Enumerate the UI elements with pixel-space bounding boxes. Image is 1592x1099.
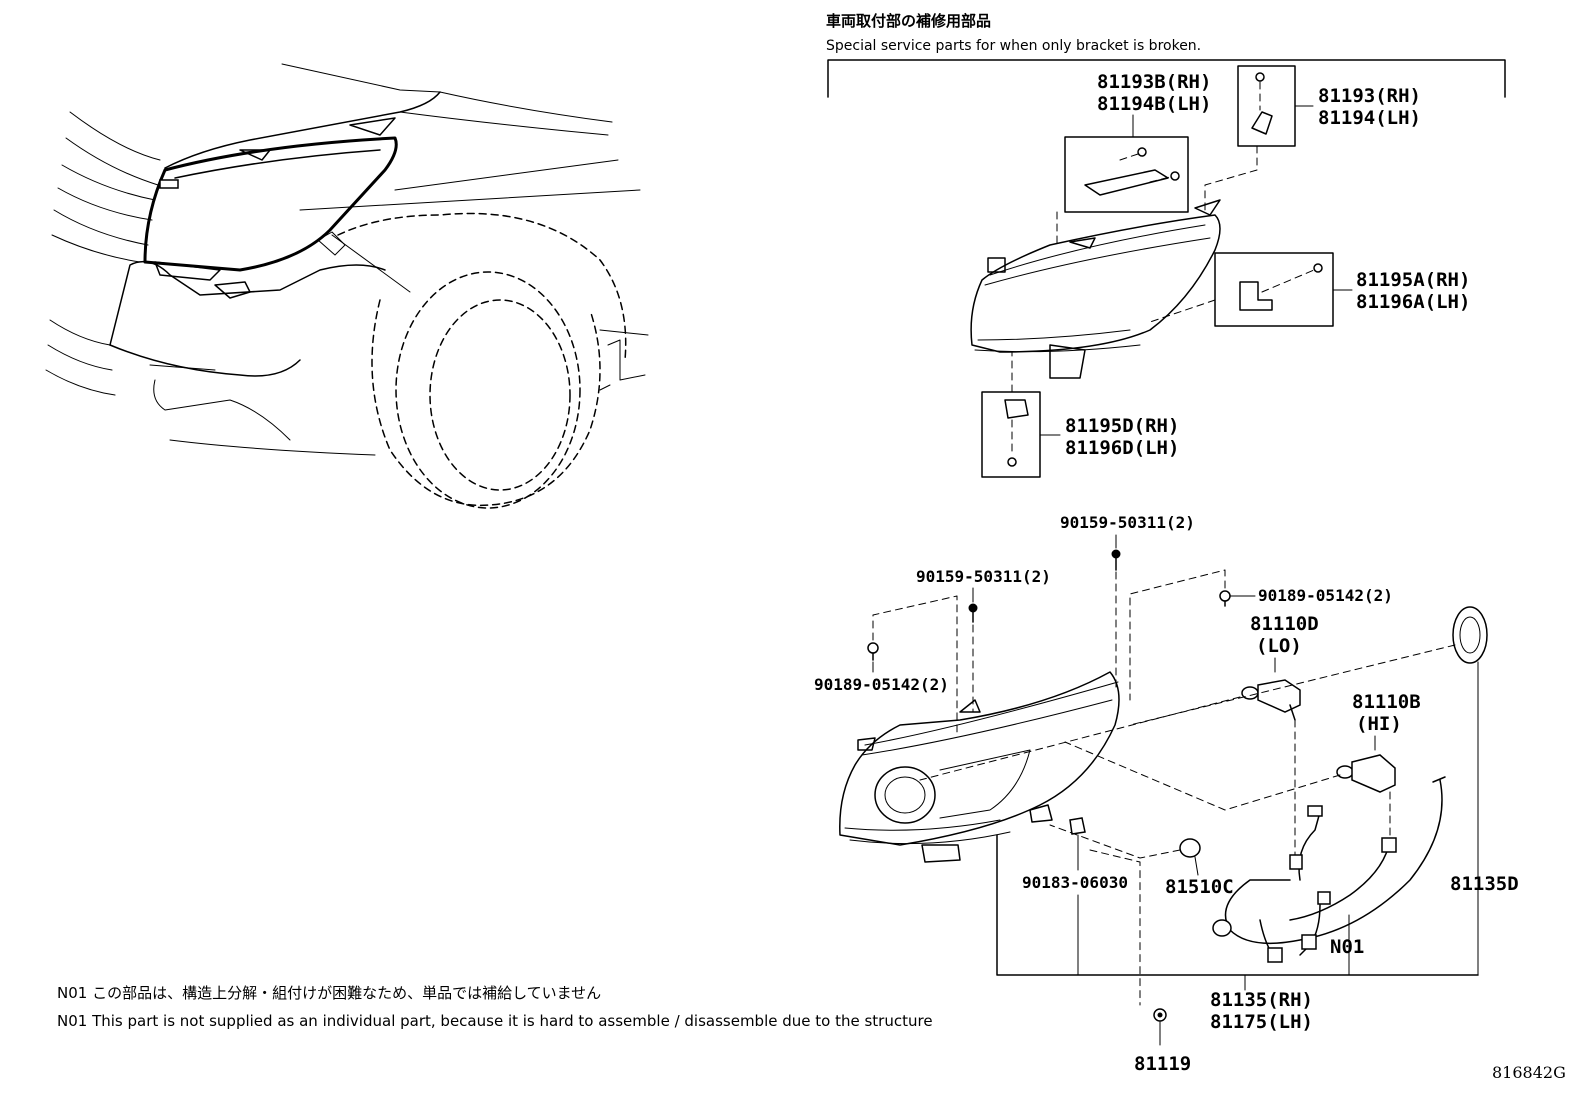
label-81110D: 81110D: [1250, 613, 1319, 635]
bracket-81195D-icon: [1004, 399, 1029, 467]
vehicle-front-illustration: [45, 63, 649, 509]
bracket-81195A-box: [1214, 252, 1334, 327]
label-81193B: 81193B(RH): [1097, 71, 1211, 93]
clip-90183-icon: [1069, 817, 1086, 835]
special-parts-bracket-line: [827, 59, 1506, 98]
wire-harness-N01-icon: [1212, 776, 1446, 963]
label-81510C: 81510C: [1165, 876, 1234, 898]
bracket-81193B-icon: [1084, 147, 1180, 196]
label-81175: 81175(LH): [1210, 1011, 1313, 1033]
label-81110D-lo: (LO): [1256, 635, 1302, 657]
label-90189-right: 90189-05142(2): [1258, 586, 1393, 605]
label-90189-left: 90189-05142(2): [814, 675, 949, 694]
bulb-81510C-icon: [1179, 838, 1201, 858]
label-81194B: 81194B(LH): [1097, 93, 1211, 115]
note-N01-en: N01 This part is not supplied as an indi…: [57, 1012, 933, 1030]
nut-90189-right-icon: [1219, 590, 1231, 607]
cover-round-icon: [1452, 606, 1488, 664]
label-81110B: 81110B: [1352, 691, 1421, 713]
bulb-81110D-icon: [1241, 679, 1301, 721]
note-N01-jp: N01 この部品は、構造上分解・組付けが困難なため、単品では補給していません: [57, 984, 601, 1002]
label-81135D: 81135D: [1450, 873, 1519, 895]
label-81135: 81135(RH): [1210, 989, 1313, 1011]
label-81110B-hi: (HI): [1356, 713, 1402, 735]
label-81193: 81193(RH): [1318, 85, 1421, 107]
lower-headlamp-assembly: [839, 671, 1120, 863]
bracket-81193B-box: [1064, 136, 1189, 213]
screw-81119-icon: [1153, 1008, 1167, 1022]
label-90159-top: 90159-50311(2): [1060, 513, 1195, 532]
label-81195A: 81195A(RH): [1356, 269, 1470, 291]
label-81196A: 81196A(LH): [1356, 291, 1470, 313]
label-81196D: 81196D(LH): [1065, 437, 1179, 459]
upper-headlamp-assembly: [970, 199, 1221, 379]
header-title-en: Special service parts for when only brac…: [826, 38, 1201, 54]
bracket-81195A-icon: [1239, 263, 1323, 311]
reference-code: 816842G: [1492, 1063, 1566, 1082]
label-N01: N01: [1330, 936, 1364, 958]
label-81194: 81194(LH): [1318, 107, 1421, 129]
screw-90159-top-icon: [1111, 549, 1121, 571]
label-81119: 81119: [1134, 1053, 1191, 1075]
nut-90189-left-icon: [867, 642, 879, 661]
label-81195D: 81195D(RH): [1065, 415, 1179, 437]
bracket-81193-icon: [1251, 72, 1273, 135]
header-title-jp: 車両取付部の補修用部品: [826, 12, 991, 30]
assembly-bracket-line: [996, 834, 1479, 976]
bulb-81110B-icon: [1336, 754, 1396, 793]
label-90183: 90183-06030: [1022, 873, 1128, 892]
label-90159-left: 90159-50311(2): [916, 567, 1051, 586]
screw-90159-left-icon: [968, 603, 978, 623]
